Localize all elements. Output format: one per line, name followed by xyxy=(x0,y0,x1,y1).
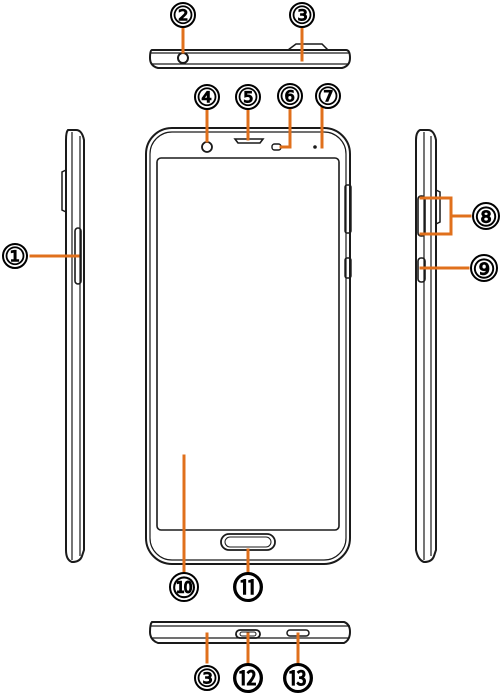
volume-keys xyxy=(417,195,426,237)
receiver xyxy=(233,138,265,144)
right-side-view xyxy=(415,129,441,564)
callout-13: ⑬ xyxy=(284,663,312,694)
callout-2-ring xyxy=(170,2,196,28)
callout-3-ring xyxy=(289,2,315,28)
front-view xyxy=(145,127,352,565)
callout-11: ⑪ xyxy=(234,572,262,604)
callout-1: ① xyxy=(4,244,26,271)
left-side-view xyxy=(61,129,85,564)
callout-10-ring xyxy=(169,572,199,602)
callout-labels: ① ② ③ ④ ⑤ ⑥ ⑦ ⑧ ⑨ ⑩ ⑪ ⑫ ⑬ ③ xyxy=(4,3,497,694)
callout-7: ⑦ xyxy=(317,84,339,111)
callout-4: ④ xyxy=(196,85,218,112)
callout-5-ring xyxy=(235,84,261,110)
callout-7-ring xyxy=(315,83,341,109)
callout-11-ring xyxy=(233,572,263,602)
callout-6: ⑥ xyxy=(279,84,301,111)
callout-3b-ring xyxy=(194,665,220,691)
callout-9-ring xyxy=(470,254,498,282)
callout-3: ③ xyxy=(291,3,313,30)
top-view xyxy=(148,43,352,69)
callout-5: ⑤ xyxy=(237,85,259,112)
callout-12: ⑫ xyxy=(234,663,262,694)
callout-10: ⑩ xyxy=(171,573,196,604)
power-key xyxy=(417,257,426,283)
callout-12-ring xyxy=(233,663,263,693)
callout-3-bottom: ③ xyxy=(196,666,218,693)
display-screen xyxy=(156,157,340,531)
callout-8-ring xyxy=(472,202,500,230)
callout-9: ⑨ xyxy=(472,254,495,284)
bottom-view xyxy=(148,621,352,644)
leader-lines xyxy=(29,25,472,664)
callout-4-ring xyxy=(194,84,220,110)
callout-13-ring xyxy=(283,663,313,693)
callout-6-ring xyxy=(277,83,303,109)
callout-8: ⑧ xyxy=(474,202,497,232)
notification-led xyxy=(313,145,317,149)
callout-2: ② xyxy=(172,3,194,30)
callout-1-ring xyxy=(2,243,28,269)
